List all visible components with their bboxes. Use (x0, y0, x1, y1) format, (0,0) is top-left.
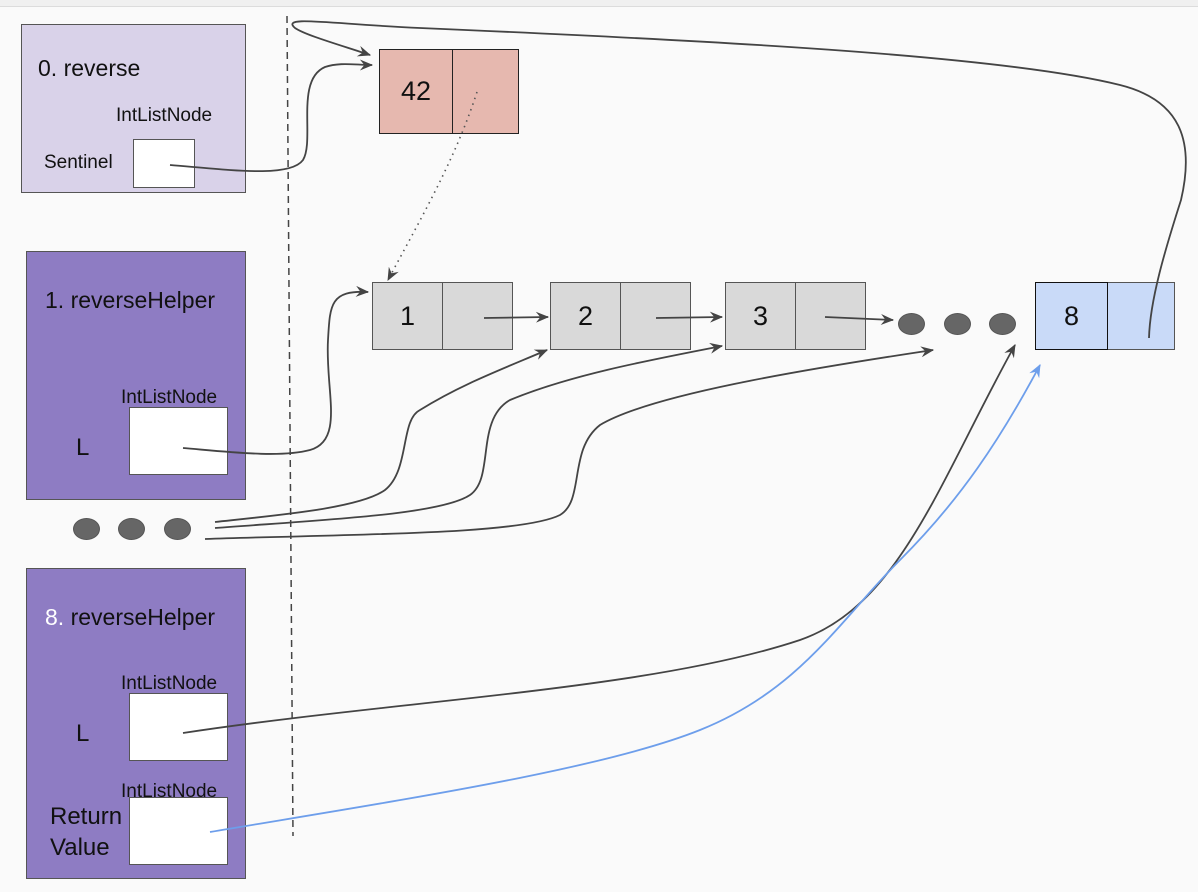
type-label: IntListNode (116, 105, 213, 126)
stack-heap-divider (286, 15, 294, 837)
frame-title: 8. reverseHelper (45, 604, 215, 631)
node-next-cell[interactable] (1108, 282, 1175, 350)
node-next-cell[interactable] (443, 282, 513, 350)
node-value-cell: 2 (550, 282, 621, 350)
top-border (0, 0, 1198, 7)
frame-title: 1. reverseHelper (45, 287, 215, 314)
var-label-L: L (76, 434, 90, 461)
sentinel-pointer-box[interactable] (133, 139, 195, 188)
var-label-L: L (76, 720, 90, 747)
node-value-cell: 1 (372, 282, 443, 350)
type-label: IntListNode (121, 387, 218, 408)
type-label: IntListNode (121, 781, 218, 802)
node-value-cell: 3 (725, 282, 796, 350)
pointer-frame8-L-to-node8 (182, 344, 1016, 734)
frame-name: reverseHelper (70, 287, 216, 313)
list-node-sentinel[interactable]: 42 (379, 49, 519, 134)
pointer-ellipsis-to-node2 (214, 349, 549, 523)
frame-number: 1. (45, 287, 65, 313)
var-label-sentinel: Sentinel (44, 152, 113, 173)
frame-name: reverseHelper (70, 604, 216, 630)
var-label-return: Return (50, 803, 123, 830)
node-next-cell[interactable] (621, 282, 691, 350)
list-node-1[interactable]: 1 (372, 282, 513, 350)
node-next-cell[interactable] (453, 49, 519, 134)
list-node-3[interactable]: 3 (725, 282, 866, 350)
return-value-pointer-box[interactable] (129, 797, 228, 865)
frame-number: 0. (38, 55, 58, 81)
heap-ellipsis-dot (944, 313, 971, 335)
list-node-2[interactable]: 2 (550, 282, 691, 350)
pointer-ellipsis-to-heap-ellipsis (204, 346, 935, 540)
frame-title: 0. reverse (38, 55, 140, 82)
list-node-8[interactable]: 8 (1035, 282, 1175, 350)
frame-number: 8. (45, 604, 65, 630)
node-value-cell: 42 (379, 49, 453, 134)
frame-name: reverse (63, 55, 141, 81)
node-value-cell: 8 (1035, 282, 1108, 350)
type-label: IntListNode (121, 673, 218, 694)
frames-ellipsis-dot (73, 518, 100, 540)
pointer-return-value-to-node8 (209, 364, 1041, 833)
var-label-value: Value (50, 834, 110, 861)
L-pointer-box-frame1[interactable] (129, 407, 228, 475)
frames-ellipsis-dot (118, 518, 145, 540)
L-pointer-box-frame8[interactable] (129, 693, 228, 761)
heap-ellipsis-dot (989, 313, 1016, 335)
heap-ellipsis-dot (898, 313, 925, 335)
frames-ellipsis-dot (164, 518, 191, 540)
node-next-cell[interactable] (796, 282, 866, 350)
pointer-ellipsis-to-node3 (214, 342, 724, 529)
